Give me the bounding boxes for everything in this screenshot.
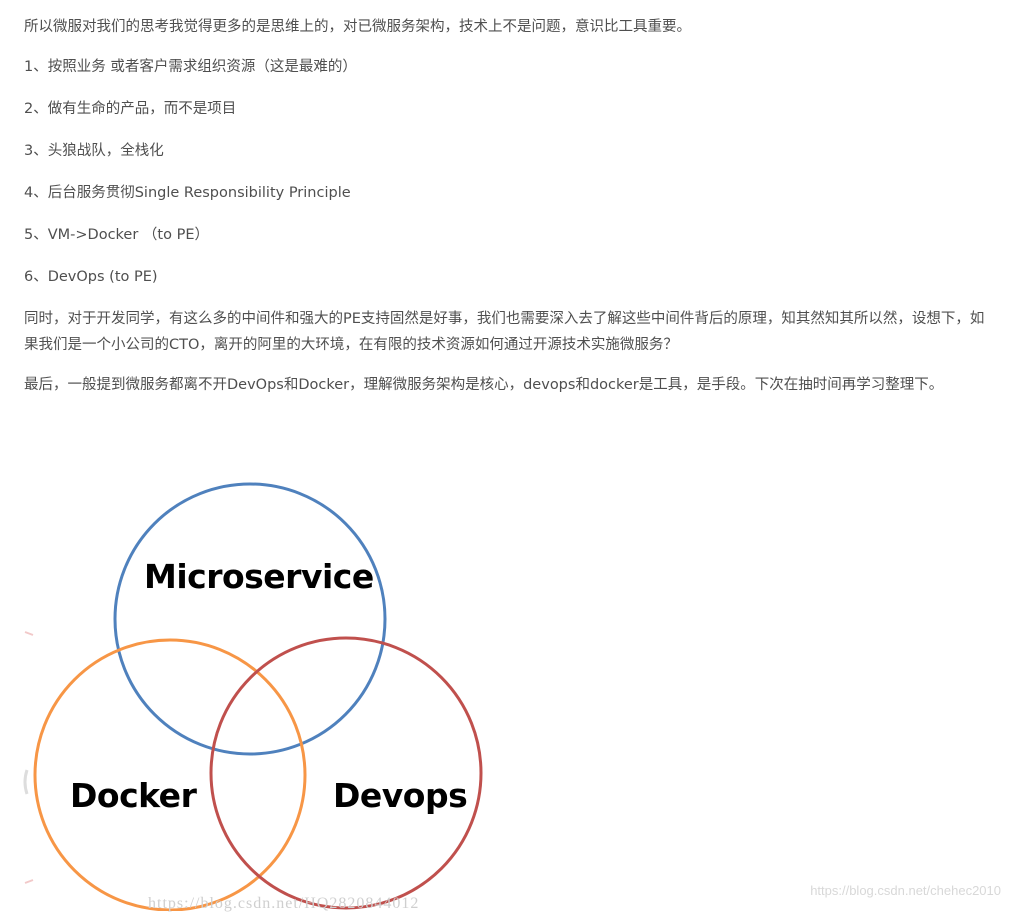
edge-mark [24,631,34,636]
devops-label: Devops [333,776,468,815]
venn-diagram [23,482,483,911]
venn-diagram-figure: Microservice Docker Devops [0,440,1010,911]
docker-label: Docker [70,776,197,815]
list-item-6: 6、DevOps (to PE) [24,269,158,285]
microservice-label: Microservice [144,557,374,596]
list-item-1: 1、按照业务 或者客户需求组织资源（这是最难的） [24,59,357,75]
list-item-2: 2、做有生命的产品，而不是项目 [24,101,237,117]
watermark-bottom: https://blog.csdn.net/HQ2820844012 [148,895,420,912]
edge-mark [23,769,29,795]
paragraph-cto: 同时，对于开发同学，有这么多的中间件和强大的PE支持固然是好事，我们也需要深入去… [24,311,985,353]
list-item-4: 4、后台服务贯彻Single Responsibility Principle [24,185,351,201]
list-item-3: 3、头狼战队，全栈化 [24,143,164,159]
list-item-5: 5、VM->Docker （to PE） [24,227,209,243]
watermark-right: https://blog.csdn.net/chehec2010 [810,883,1001,898]
docker-circle [33,638,307,911]
intro-paragraph: 所以微服对我们的思考我觉得更多的是思维上的，对已微服务架构，技术上不是问题，意识… [24,19,691,35]
edge-mark [24,879,34,884]
devops-circle [209,636,483,910]
article-body: 所以微服对我们的思考我觉得更多的是思维上的，对已微服务架构，技术上不是问题，意识… [24,14,990,412]
microservice-circle [113,482,387,756]
paragraph-conclusion: 最后，一般提到微服务都离不开DevOps和Docker，理解微服务架构是核心，d… [24,377,944,393]
